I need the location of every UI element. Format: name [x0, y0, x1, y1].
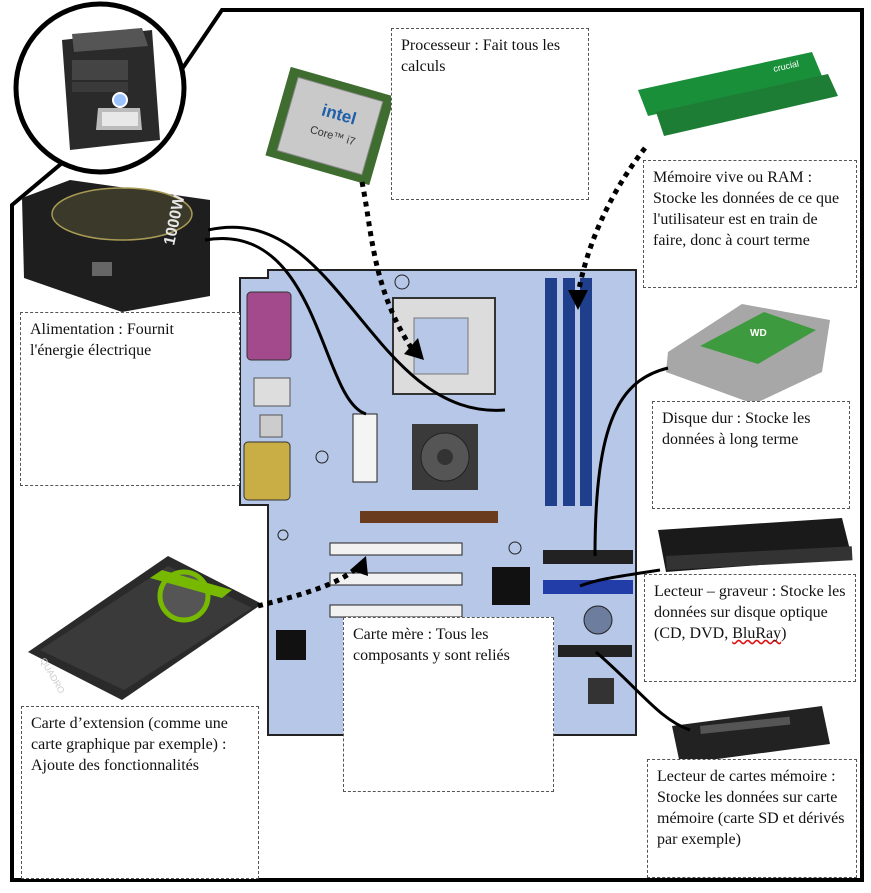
graphics-card: QUADRO: [28, 556, 262, 700]
super-io-chip: [492, 567, 530, 605]
floppy-connector: [558, 645, 632, 657]
clock-chip: [588, 678, 614, 704]
label-lecteur-cartes: Lecteur de cartes mémoire : Stocke les d…: [647, 759, 857, 878]
computer-tower-icon: [13, 1, 187, 175]
label-ram: Mémoire vive ou RAM : Stocke les données…: [643, 160, 857, 288]
ram-sticks: crucial: [638, 52, 838, 136]
hdd-cable: [593, 366, 669, 557]
ram-dotted-arrow: [575, 146, 647, 295]
motherboard: [239, 269, 637, 736]
label-disque-dur: Disque dur : Stocke les données à long t…: [652, 401, 850, 509]
bios-chip: [276, 630, 306, 660]
ethernet-port: [259, 414, 283, 438]
serial-port: [243, 441, 291, 501]
cpu-chip: intel Core™ i7: [265, 66, 395, 186]
atx-power-connector: [352, 413, 378, 483]
cmos-battery: [583, 605, 613, 635]
memory-card-reader: [672, 706, 830, 764]
psu-cable-cpu: [207, 225, 506, 412]
label-processeur: Processeur : Fait tous les calculs: [391, 28, 589, 200]
power-supply: 1000W: [22, 180, 210, 312]
ide-connector-2: [543, 580, 633, 594]
cpu-socket-center: [413, 317, 469, 375]
outer-frame: [10, 8, 864, 882]
label-carte-mere: Carte mère : Tous les composants y sont …: [343, 617, 554, 792]
agp-slot: [360, 511, 498, 523]
gpu-dotted-arrow: [257, 563, 362, 609]
ide-connector-1: [543, 550, 633, 564]
psu-cable-board: [204, 236, 367, 416]
label-lecteur-graveur: Lecteur – graveur : Stocke les données s…: [644, 574, 856, 682]
optical-drive: [658, 518, 853, 572]
label-alimentation: Alimentation : Fournit l'énergie électri…: [20, 312, 240, 486]
usb-port-block: [253, 377, 291, 407]
card-reader-cable: [595, 650, 691, 732]
pci-slot-3: [329, 604, 463, 618]
pci-slot-1: [329, 542, 463, 556]
ram-slot-1: [545, 278, 557, 506]
hard-disk-drive: WD: [666, 304, 830, 404]
ram-slot-3: [580, 278, 592, 506]
parallel-port: [246, 291, 292, 361]
ram-slot-2: [563, 278, 575, 506]
pci-slot-2: [329, 572, 463, 586]
cpu-dotted-arrow: [359, 181, 417, 354]
label-carte-extension: Carte d’extension (comme une carte graph…: [21, 706, 259, 879]
optical-drive-cable: [579, 568, 661, 588]
hdd-brand-text: WD: [750, 328, 767, 339]
